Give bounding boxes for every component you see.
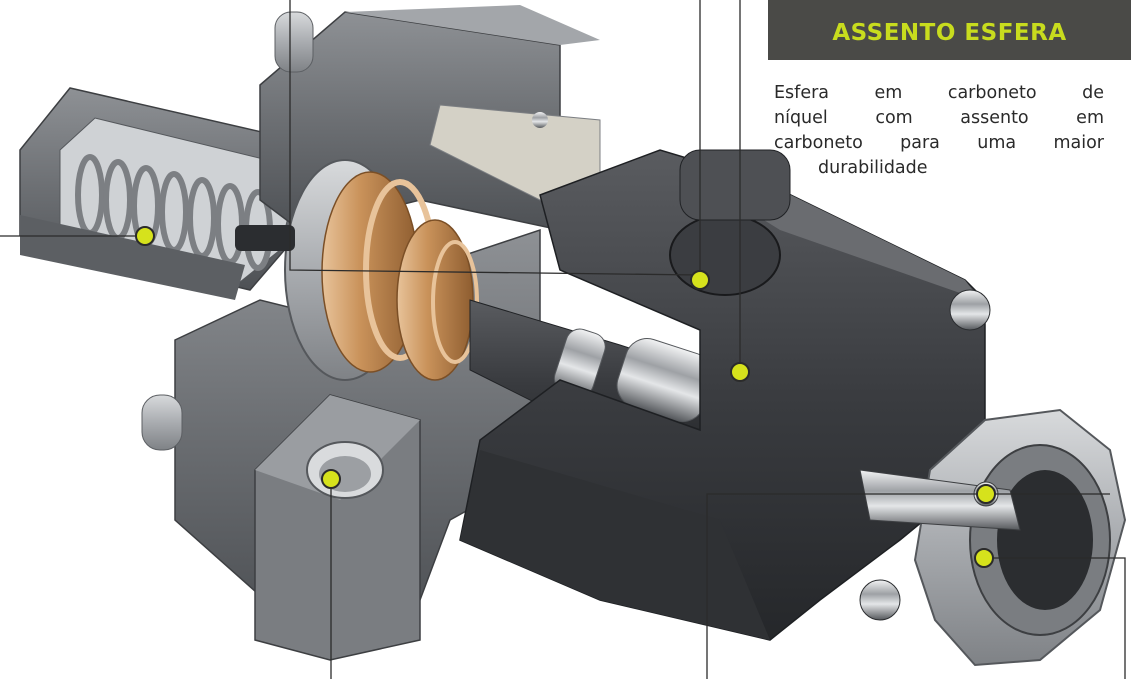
description-line: Esfera em carboneto de [774,83,1104,103]
description-line: carboneto para uma maior [774,133,1104,153]
cylinder-bore [669,214,781,296]
callout-dot-cylinder-bore [690,270,710,290]
front-cylinder [459,149,991,641]
callout-dot-nozzle-nut [974,548,994,568]
callout-dot-spring-chamber [135,226,155,246]
description-text: Esfera em carboneto de níquel com assent… [774,81,1104,181]
callout-dot-piston-rod [730,362,750,382]
nozzle-assembly [859,408,1127,667]
title-text: ASSENTO ESFERA [832,20,1067,46]
callout-dot-mounting-hole [321,469,341,489]
title-banner: ASSENTO ESFERA [768,0,1131,60]
description-line: durabilidade [818,158,928,178]
description-line: níquel com assento em [774,108,1104,128]
callout-dot-ball-seat [976,484,996,504]
piston-stack [235,159,479,381]
piston-rod [469,299,761,461]
callout-dots [135,226,996,568]
